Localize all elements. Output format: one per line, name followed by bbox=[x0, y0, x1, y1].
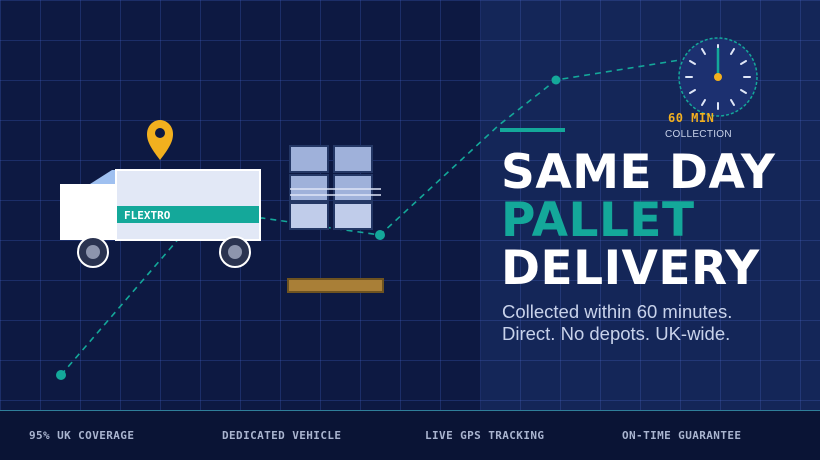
feature-gps-tracking: LIVE GPS TRACKING bbox=[425, 429, 545, 442]
subtitle-line-2: Direct. No depots. UK-wide. bbox=[502, 323, 731, 344]
box-stack bbox=[289, 145, 381, 230]
headline-line-1: SAME DAY bbox=[501, 145, 776, 200]
route-dot bbox=[375, 230, 385, 240]
illustration: FLEXTRO bbox=[56, 37, 758, 380]
truck-label: FLEXTRO bbox=[124, 209, 171, 222]
headline-line-2: PALLET bbox=[501, 193, 695, 248]
route-start-dot bbox=[56, 370, 66, 380]
feature-bar: 95% UK COVERAGE DEDICATED VEHICLE LIVE G… bbox=[0, 410, 820, 460]
subtitle-line-1: Collected within 60 minutes. bbox=[502, 301, 733, 322]
pallet-icon bbox=[287, 278, 384, 293]
accent-bar bbox=[500, 128, 565, 132]
clock-caption: COLLECTION bbox=[665, 129, 732, 140]
clock-value: 60 MIN bbox=[668, 111, 715, 125]
location-pin-icon bbox=[147, 120, 173, 160]
route-dot bbox=[551, 75, 561, 85]
feature-on-time-guarantee: ON-TIME GUARANTEE bbox=[622, 429, 742, 442]
feature-coverage: 95% UK COVERAGE bbox=[29, 429, 135, 442]
clock-icon bbox=[678, 37, 758, 117]
truck-icon bbox=[60, 169, 261, 268]
feature-dedicated-vehicle: DEDICATED VEHICLE bbox=[222, 429, 342, 442]
headline-line-3: DELIVERY bbox=[501, 241, 760, 296]
headline-panel bbox=[481, 0, 820, 410]
